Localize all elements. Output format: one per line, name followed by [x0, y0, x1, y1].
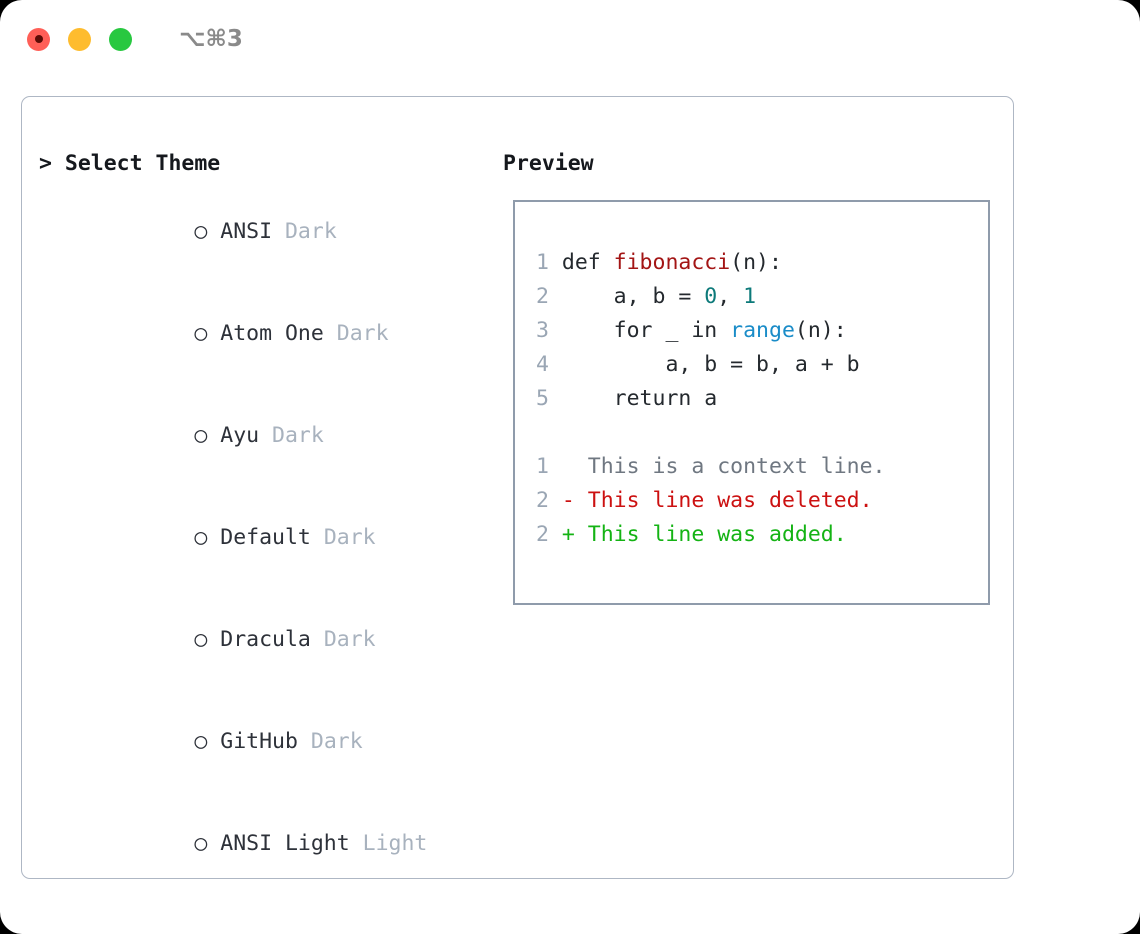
- theme-list-item[interactable]: ○ Ayu Light Light: [39, 895, 502, 934]
- diff-marker-plus: +: [561, 522, 588, 547]
- diff-marker-minus: -: [561, 488, 588, 513]
- traffic-light-group: [27, 27, 132, 51]
- theme-list-item[interactable]: ○ ANSI Dark: [39, 181, 502, 283]
- code-token: for _ in: [561, 318, 731, 343]
- line-number: 5: [536, 386, 549, 411]
- radio-icon: ○: [194, 321, 208, 346]
- code-line: 3 for _ in range(n):: [536, 314, 988, 348]
- theme-list-item[interactable]: ○ GitHub Dark: [39, 691, 502, 793]
- zoom-button[interactable]: [109, 27, 132, 51]
- diff-line-added: 2 + This line was added.: [536, 518, 988, 552]
- code-line: 2 a, b = 0, 1: [536, 280, 988, 314]
- code-token-number: 1: [743, 284, 757, 309]
- theme-variant: Dark: [310, 729, 363, 754]
- code-token: (n):: [730, 250, 782, 275]
- select-theme-header: > Select Theme: [39, 151, 221, 176]
- code-token-builtin: range: [730, 318, 795, 343]
- diff-line-context: 1 This is a context line.: [536, 450, 988, 484]
- code-token: a, b = b, a + b: [561, 352, 860, 377]
- line-number: 1: [536, 250, 549, 275]
- theme-list-item[interactable]: ○ Ayu Dark: [39, 385, 502, 487]
- preview-column: Preview 1 def fibonacci(n): 2 a, b = 0, …: [502, 97, 1013, 878]
- theme-list-item[interactable]: ○ Dracula Dark: [39, 589, 502, 691]
- code-token: return a: [561, 386, 718, 411]
- theme-name: ANSI Light: [220, 831, 350, 856]
- diff-sample: 1 This is a context line. 2 - This line …: [536, 450, 988, 552]
- diff-text: This line was added.: [587, 522, 847, 547]
- theme-list: ○ ANSI Dark ○ Atom One Dark ○ Ayu Dark ○…: [39, 181, 502, 934]
- theme-list-item[interactable]: ○ Default Dark: [39, 487, 502, 589]
- preview-header: Preview: [503, 151, 594, 176]
- code-line: 5 return a: [536, 382, 988, 416]
- title-bar: ⌥⌘3: [0, 0, 1140, 78]
- code-token: a, b =: [561, 284, 705, 309]
- diff-marker: [562, 454, 588, 479]
- code-token-number: 0: [704, 284, 718, 309]
- radio-icon: ○: [194, 729, 208, 754]
- code-token-function: fibonacci: [613, 250, 731, 275]
- minimize-button[interactable]: [68, 27, 91, 51]
- diff-text: This is a context line.: [587, 454, 886, 479]
- theme-name: Ayu: [220, 423, 260, 448]
- theme-variant: Dark: [284, 219, 337, 244]
- line-number: 2: [536, 284, 549, 309]
- line-number: 2: [536, 488, 549, 513]
- theme-name: Dracula: [220, 627, 311, 652]
- code-token: (n):: [794, 318, 847, 343]
- code-sample: 1 def fibonacci(n): 2 a, b = 0, 1 3 for …: [536, 246, 988, 416]
- code-line: 4 a, b = b, a + b: [536, 348, 988, 382]
- theme-name: ANSI: [220, 219, 273, 244]
- close-button[interactable]: [27, 27, 50, 51]
- theme-name: Atom One: [220, 321, 324, 346]
- radio-icon: ○: [194, 627, 208, 652]
- theme-variant: Dark: [272, 423, 324, 448]
- keyboard-shortcut-label: ⌥⌘3: [179, 25, 243, 52]
- theme-variant: Dark: [336, 321, 389, 346]
- theme-variant: Dark: [323, 525, 376, 550]
- theme-selector-column: > Select Theme ○ ANSI Dark ○ Atom One Da…: [22, 97, 502, 934]
- line-number: 3: [536, 318, 549, 343]
- theme-name: GitHub: [220, 729, 298, 754]
- line-number: 4: [536, 352, 549, 377]
- code-line: 1 def fibonacci(n):: [536, 246, 988, 280]
- diff-line-deleted: 2 - This line was deleted.: [536, 484, 988, 518]
- radio-icon: ○: [194, 831, 208, 856]
- theme-list-item[interactable]: ○ Atom One Dark: [39, 283, 502, 385]
- main-panel: > Select Theme ○ ANSI Dark ○ Atom One Da…: [21, 96, 1014, 934]
- diff-text: This line was deleted.: [587, 488, 873, 513]
- line-number: 1: [536, 454, 549, 479]
- preview-box: 1 def fibonacci(n): 2 a, b = 0, 1 3 for …: [513, 200, 990, 605]
- diff-spacer: [536, 416, 988, 450]
- theme-list-item[interactable]: ○ ANSI Light Light: [39, 793, 502, 895]
- line-number: 2: [536, 522, 549, 547]
- theme-name: Default: [220, 525, 311, 550]
- theme-variant: Light: [362, 831, 428, 856]
- code-token: def: [561, 250, 614, 275]
- radio-icon: ○: [194, 219, 208, 244]
- radio-icon: ○: [194, 423, 208, 448]
- radio-icon: ○: [194, 525, 208, 550]
- code-token: ,: [717, 284, 744, 309]
- theme-variant: Dark: [323, 627, 376, 652]
